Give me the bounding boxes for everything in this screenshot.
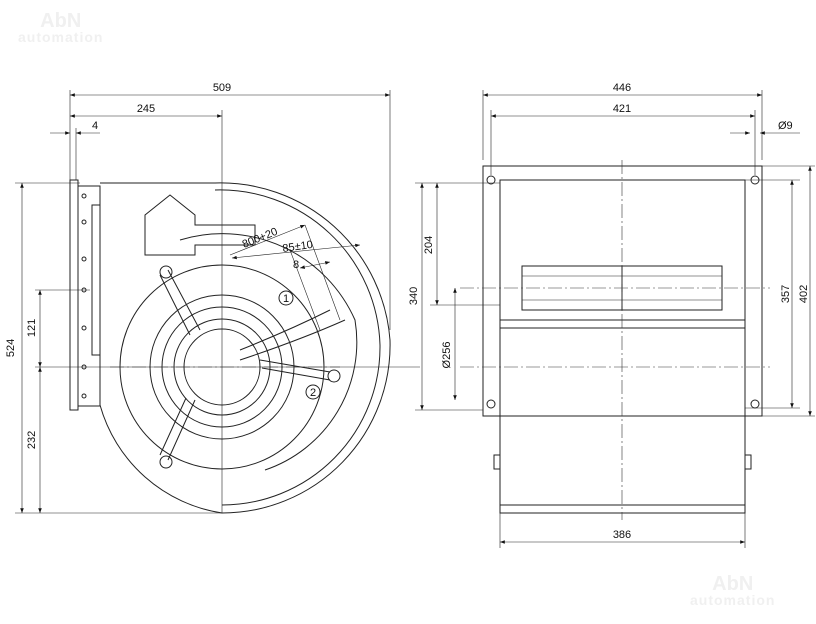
marker-2: 2 xyxy=(310,387,316,399)
dim-446-label: 446 xyxy=(613,82,631,94)
dim-256-label: Ø256 xyxy=(441,342,453,369)
dim-386-label: 386 xyxy=(613,529,631,541)
cable-strip-label: 85±10 xyxy=(282,239,314,255)
side-view: 446 421 Ø9 340 204 Ø256 357 402 386 xyxy=(408,82,815,548)
dim-509-label: 509 xyxy=(213,82,231,94)
marker-1: 1 xyxy=(283,293,289,305)
cable-end-label: 8 xyxy=(293,259,299,271)
dim-524-label: 524 xyxy=(5,339,17,357)
dim-232-label: 232 xyxy=(26,431,38,449)
dim-hole-label: Ø9 xyxy=(778,120,793,132)
dim-4-label: 4 xyxy=(92,120,98,132)
dim-340-label: 340 xyxy=(408,287,420,305)
dim-357-label: 357 xyxy=(780,285,792,303)
dim-121-label: 121 xyxy=(26,319,38,337)
dim-402-label: 402 xyxy=(798,285,810,303)
dim-204-label: 204 xyxy=(423,236,435,254)
front-view: 509 245 4 524 121 232 800+20 85±10 8 1 2 xyxy=(5,82,420,514)
cable-length-label: 800+20 xyxy=(241,226,280,251)
dim-421-label: 421 xyxy=(613,103,631,115)
dim-245-label: 245 xyxy=(137,103,155,115)
